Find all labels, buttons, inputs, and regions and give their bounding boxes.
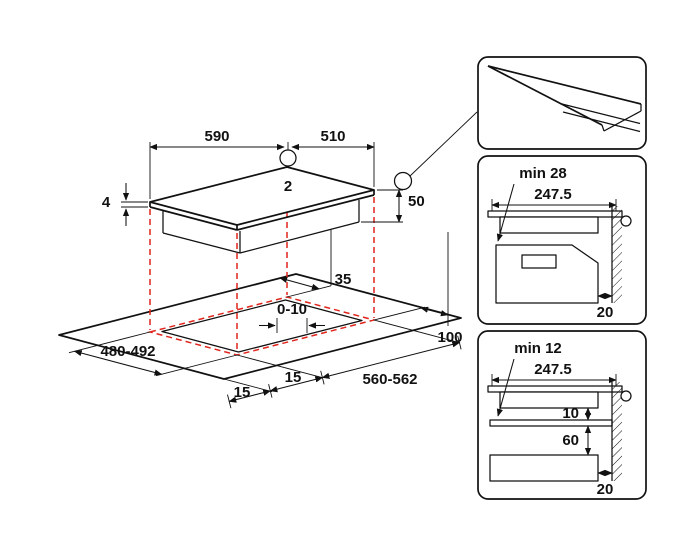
dim-line: [420, 306, 449, 317]
callout-circle: [393, 171, 413, 191]
oven-display: [521, 254, 557, 269]
body-bottom-edge: [162, 232, 241, 254]
ext-line: [223, 378, 273, 393]
glass-corner-edge: [601, 124, 605, 132]
glass-bottom-edge: [236, 194, 375, 231]
tick: [227, 394, 232, 409]
wall-hatch: [612, 382, 622, 481]
ext-line: [236, 354, 324, 379]
dim-line-cutout-width: [321, 341, 461, 379]
center-distance-label: 247.5: [534, 361, 572, 378]
cable-marker-label: 2: [284, 178, 292, 195]
clearance-left-label: 15: [234, 384, 251, 401]
leader-arrow: [496, 183, 515, 242]
seal-marker-circle: [620, 215, 632, 227]
hob-glass-section: [487, 385, 623, 393]
hob-drawing: [149, 166, 375, 254]
seal-marker-circle: [620, 390, 632, 402]
edge-gap-label: 0-10: [277, 301, 307, 318]
min-clearance-label: min 12: [514, 340, 562, 357]
rear-edge-label: 35: [335, 271, 352, 288]
dim-cutout-depth: 480-492: [68, 331, 238, 377]
cutout-width-label: 560-562: [362, 371, 417, 388]
dim-front-chain: 15 15 560-562: [223, 319, 462, 409]
dim-rear-clearance: 100: [373, 232, 463, 346]
ext-line: [373, 319, 461, 344]
glass-bottom-edge: [149, 206, 238, 231]
cable-position-marker: 2: [279, 149, 297, 195]
tick: [457, 335, 462, 350]
dim-hob-depth: 510: [291, 128, 375, 187]
oven-section: [495, 244, 599, 304]
glass-front-edge: [487, 65, 603, 126]
hob-body-section: [499, 216, 599, 234]
dim-glass-thickness: 4: [102, 183, 148, 226]
center-distance-label: 247.5: [534, 186, 572, 203]
hob-glass-section: [487, 210, 623, 218]
ext-line: [155, 354, 238, 377]
corner-detail-drawing: [487, 65, 642, 133]
glass-bottom-edge: [603, 110, 642, 132]
hob-depth-label: 510: [320, 128, 345, 145]
hob-height-label: 50: [408, 193, 425, 210]
worktop-edge: [559, 102, 641, 125]
dim-line: [73, 350, 163, 376]
ext-line: [68, 331, 151, 354]
dim-line-15-front: [269, 376, 324, 393]
marker-circle: [279, 149, 297, 167]
tick: [268, 383, 273, 398]
dim-line: [279, 276, 320, 290]
glass-thickness-label: 4: [102, 194, 111, 211]
clearance-front-label: 15: [285, 369, 302, 386]
cutout-depth-label: 480-492: [100, 343, 155, 360]
worktop-lower-edge: [562, 111, 641, 133]
corner-detail-box: [477, 56, 647, 150]
rear-clearance-label: 100: [437, 329, 462, 346]
min-clearance-label: min 28: [519, 165, 567, 182]
tick: [320, 370, 325, 385]
ext-line: [373, 306, 426, 321]
drawer-clearance-panel: min 12 247.5 10 60 20: [487, 340, 632, 498]
ext-line: [286, 285, 332, 298]
glass-top-edge: [487, 65, 642, 105]
dim-edge-gap: 0-10: [259, 301, 325, 333]
divider-shelf: [489, 419, 613, 427]
top-gap-label: 10: [562, 405, 579, 422]
hob-width-label: 590: [204, 128, 229, 145]
callout-line: [409, 111, 478, 177]
bottom-gap-label: 60: [562, 432, 579, 449]
drawer-section: [489, 454, 599, 482]
leader-arrow: [496, 358, 515, 417]
wall-hatch: [612, 206, 622, 303]
wall-gap-label: 20: [597, 304, 614, 321]
oven-clearance-panel: min 28 247.5 20: [487, 165, 632, 321]
body-bottom-edge: [239, 221, 360, 254]
dim-rear-edge: 35: [279, 229, 352, 298]
corner-callout: [393, 111, 478, 191]
dim-line-15-left: [228, 389, 272, 403]
dim-hob-height: 50: [361, 189, 425, 223]
wall-gap-label: 20: [597, 481, 614, 498]
hob-body-section: [499, 391, 599, 409]
cutout-outline: [161, 299, 363, 353]
